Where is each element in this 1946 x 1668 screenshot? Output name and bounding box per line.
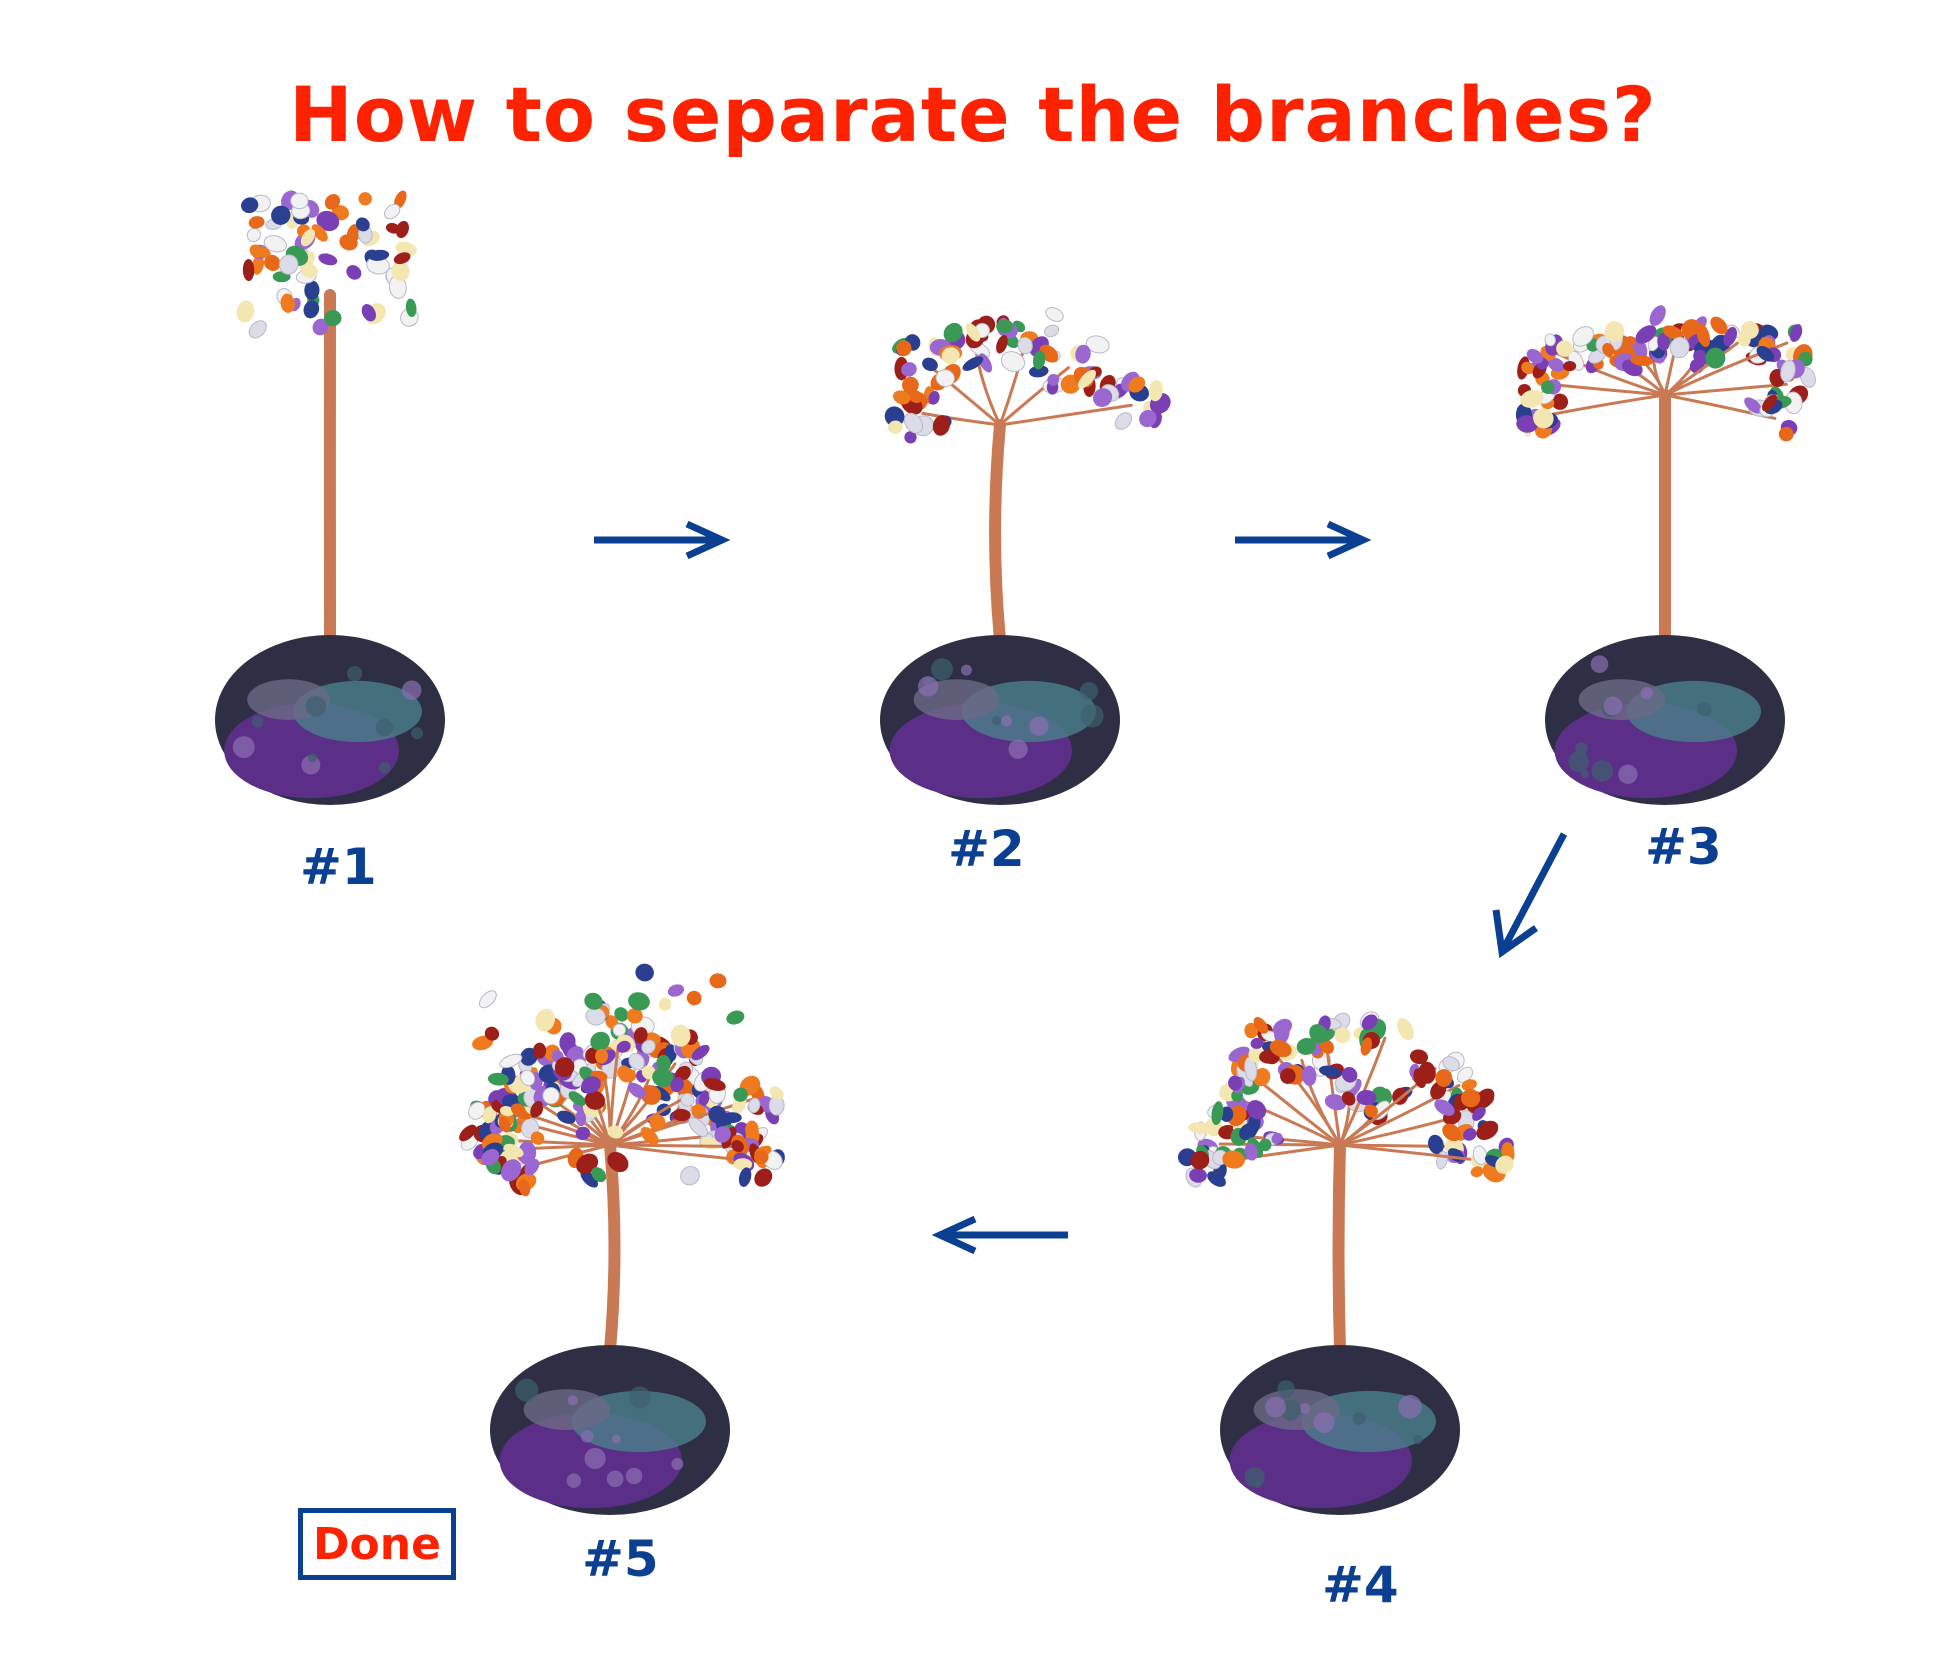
step-label-2: #2 bbox=[948, 820, 1025, 878]
done-label: Done bbox=[313, 1518, 441, 1570]
amethyst-base bbox=[1545, 635, 1785, 805]
step-label-1: #1 bbox=[300, 838, 377, 896]
done-badge: Done bbox=[298, 1508, 456, 1580]
arrow-diagonal-3-to-4 bbox=[1492, 830, 1572, 960]
amethyst-base bbox=[1220, 1345, 1460, 1515]
tree-step-4 bbox=[1140, 895, 1540, 1515]
step-label-3: #3 bbox=[1645, 818, 1722, 876]
tree-step-4-illustration bbox=[1177, 1011, 1515, 1515]
tree-step-1-illustration bbox=[215, 190, 445, 805]
arrow-left-4-to-5 bbox=[931, 1215, 1070, 1255]
tree-step-1 bbox=[200, 190, 460, 805]
amethyst-base bbox=[880, 635, 1120, 805]
step-label-5: #5 bbox=[582, 1530, 659, 1588]
amethyst-base bbox=[490, 1345, 730, 1515]
tree-step-2 bbox=[830, 195, 1171, 805]
arrow-right-2-to-3 bbox=[1233, 520, 1372, 560]
tree-step-3-illustration bbox=[1515, 305, 1816, 805]
tree-step-5-illustration bbox=[459, 963, 785, 1515]
arrow-right-1-to-2 bbox=[592, 520, 731, 560]
step-label-4: #4 bbox=[1322, 1556, 1399, 1614]
page-title: How to separate the branches? bbox=[289, 70, 1657, 159]
tree-step-3 bbox=[1485, 195, 1845, 805]
amethyst-base bbox=[215, 635, 445, 805]
tree-step-2-illustration bbox=[880, 307, 1171, 805]
tree-step-5 bbox=[430, 895, 790, 1515]
